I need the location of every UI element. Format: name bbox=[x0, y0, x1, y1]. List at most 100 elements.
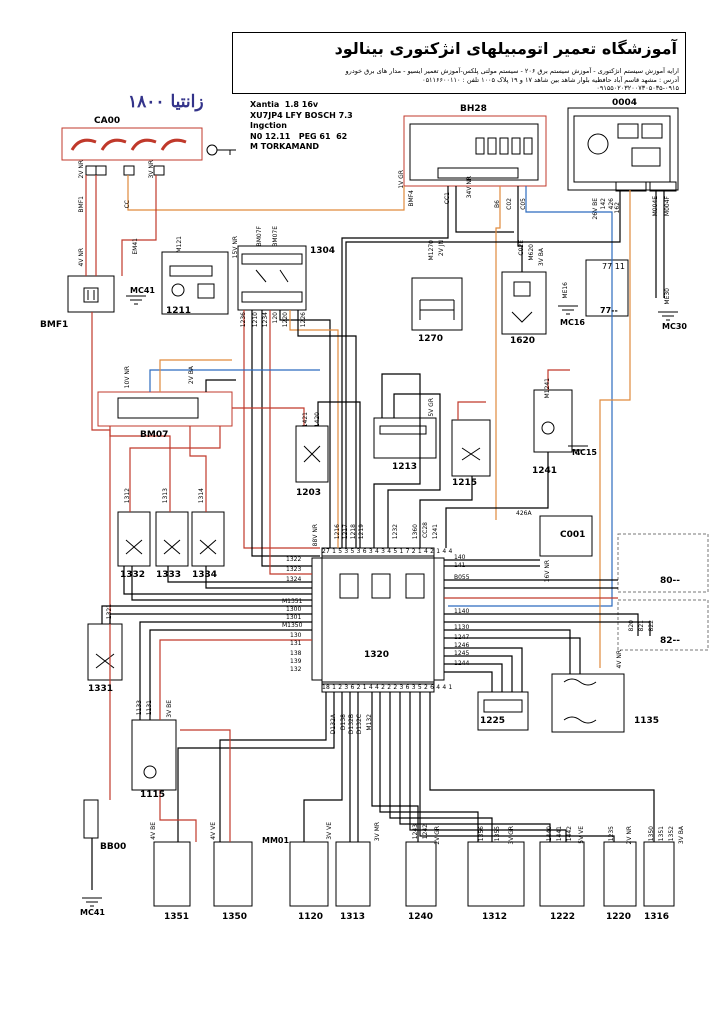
label-1351: 1351 bbox=[164, 912, 190, 922]
wire-label: BM07F bbox=[256, 226, 263, 247]
c1225-box bbox=[477, 691, 529, 731]
connector-label: 3V BA bbox=[678, 826, 685, 845]
c1240-box bbox=[405, 841, 437, 907]
wire-label: 1216 bbox=[334, 524, 341, 540]
wire-label: D138 bbox=[340, 714, 347, 731]
ground-icon bbox=[658, 311, 678, 321]
wire-label: M004E bbox=[652, 196, 659, 217]
wire-label: 1442 bbox=[566, 826, 573, 842]
connector-label: 2V GR bbox=[434, 826, 441, 845]
wire-label: EM41 bbox=[132, 238, 139, 255]
canister-icon bbox=[419, 299, 455, 320]
label-1332: 1332 bbox=[120, 570, 146, 580]
c1270-box bbox=[411, 277, 463, 331]
injector-icon bbox=[95, 653, 115, 669]
wire-label: 1210 bbox=[252, 312, 259, 328]
wire-label: 1243 bbox=[412, 824, 419, 840]
c1304-box bbox=[237, 245, 307, 311]
wire-label: CC bbox=[124, 200, 131, 209]
label-1313: 1313 bbox=[340, 912, 366, 922]
connector-label: 2V NR bbox=[78, 160, 85, 179]
label-1115: 1115 bbox=[140, 790, 166, 800]
c1334-box bbox=[191, 511, 225, 567]
ecu-icon bbox=[339, 573, 359, 599]
wire-label: 1244 bbox=[454, 660, 470, 667]
wire-label: 1140 bbox=[454, 608, 470, 615]
label-1350: 1350 bbox=[222, 912, 248, 922]
wire-label: 822 bbox=[648, 620, 655, 632]
bh28-box bbox=[403, 115, 547, 187]
bmf1-fuse bbox=[83, 287, 99, 303]
c0004-box bbox=[567, 107, 679, 191]
key-icon bbox=[206, 144, 236, 156]
pump-motor-icon bbox=[171, 283, 185, 297]
heater-icon bbox=[541, 421, 555, 435]
label-1620: 1620 bbox=[510, 336, 536, 346]
label-1312: 1312 bbox=[482, 912, 508, 922]
wire-label: 1236 bbox=[240, 312, 247, 328]
wire-label: 138 bbox=[290, 650, 302, 657]
wire-label: ME30 bbox=[664, 288, 671, 305]
wire-label: M1241 bbox=[544, 378, 551, 399]
spec-line: XU7JP4 LFY BOSCH 7.3 bbox=[250, 110, 353, 120]
bh28-fuse bbox=[523, 137, 533, 155]
spec-line: Xantia 1.8 16v bbox=[250, 100, 319, 109]
label-mc30: MC30 bbox=[662, 322, 687, 331]
label-ecu-1320: 1320 bbox=[364, 650, 390, 660]
wire-label: 1130 bbox=[454, 624, 470, 631]
wire-label: M1351 bbox=[282, 598, 303, 605]
ecu-pins-bottom-label: 18 1 2 3 6 2 1 4 4 2 2 2 3 6 3 5 2 6 4 4… bbox=[322, 684, 453, 691]
label-mc16: MC16 bbox=[560, 318, 585, 327]
wire-label: C05 bbox=[520, 198, 527, 210]
wire-label: 120 bbox=[272, 312, 279, 324]
c1350-box bbox=[213, 841, 253, 907]
wire-label: 142 bbox=[600, 198, 607, 210]
connector-label: 5V VE bbox=[578, 826, 585, 844]
wire-label: 1324 bbox=[286, 576, 302, 583]
c1316-box bbox=[643, 841, 675, 907]
connector-label: 10V NR bbox=[124, 366, 131, 389]
ground-icon bbox=[568, 445, 588, 455]
wire-label: 1440 bbox=[546, 826, 553, 842]
label-bh28: BH28 bbox=[460, 104, 487, 114]
wire-label: 1420 bbox=[314, 412, 321, 428]
ecu-icon bbox=[371, 573, 391, 599]
wire-label: 820 bbox=[628, 620, 635, 632]
gauge-icon bbox=[587, 133, 609, 155]
wire-label: 1131 bbox=[146, 700, 153, 716]
wire-label: 131 bbox=[290, 640, 302, 647]
c1312-box bbox=[467, 841, 525, 907]
label-1316: 1316 bbox=[644, 912, 670, 922]
wire-label: 1351 bbox=[658, 826, 665, 842]
injector-icon bbox=[163, 539, 181, 555]
label-0004: 0004 bbox=[612, 98, 638, 108]
label-1270: 1270 bbox=[418, 334, 444, 344]
wire-label: 1247 bbox=[454, 634, 470, 641]
wire-label: 1350 bbox=[648, 826, 655, 842]
label-mc41b: MC41 bbox=[80, 908, 105, 917]
ca00-contacts bbox=[70, 138, 187, 151]
connector-label: 3V NR bbox=[148, 160, 155, 179]
wire-label: 162 bbox=[614, 202, 621, 214]
label-1203: 1203 bbox=[296, 488, 322, 498]
cam-sensor-icon bbox=[143, 765, 157, 779]
label-1225: 1225 bbox=[480, 716, 506, 726]
wire-label: 1241 bbox=[432, 524, 439, 540]
header-line-1: ارایه آموزش سیستم انژکتوری - آموزش سیستم… bbox=[345, 67, 679, 75]
spec-line: N0 12.11 PEG 61 62 bbox=[250, 131, 348, 141]
header-title: آموزشگاه تعمیر اتومبیلهای انژکتوری بینال… bbox=[334, 39, 677, 58]
connector-label: 16V NR bbox=[544, 560, 551, 583]
connector-label: 4V BE bbox=[150, 822, 157, 840]
bb00-box bbox=[83, 799, 99, 839]
wire-label: 1232 bbox=[392, 524, 399, 540]
c001-box bbox=[539, 515, 593, 557]
wire-label: 1441 bbox=[556, 826, 563, 842]
connector-label: 2V BA bbox=[188, 366, 195, 385]
label-1213: 1213 bbox=[392, 462, 418, 472]
ground-icon bbox=[558, 305, 578, 315]
wire-label: M1350 bbox=[282, 622, 303, 629]
wire-label: M004F bbox=[664, 196, 671, 217]
wire-label: 1321 bbox=[106, 604, 113, 620]
bm07-fuses bbox=[117, 397, 199, 419]
wire-label: 426 bbox=[608, 198, 615, 210]
